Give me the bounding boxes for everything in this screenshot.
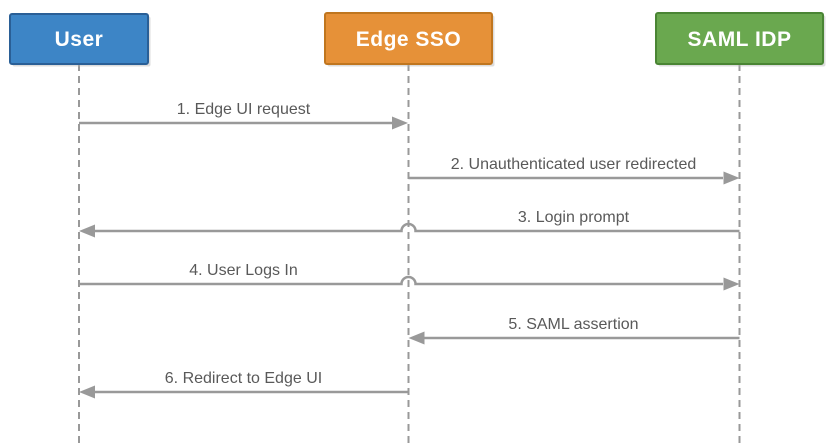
arrowhead-left-icon: [408, 331, 425, 345]
message-line-with-hop: [79, 275, 723, 286]
message-2: 2. Unauthenticated user redirected: [408, 156, 740, 185]
arrowhead-left-icon: [79, 385, 95, 399]
actor-box: [9, 13, 149, 65]
actor-saml-idp: SAML IDP: [655, 12, 826, 67]
message-1: 1. Edge UI request: [79, 101, 408, 130]
message-label: 6. Redirect to Edge UI: [165, 370, 322, 387]
message-4: 4. User Logs In: [79, 262, 740, 291]
message-label: 1. Edge UI request: [177, 101, 311, 118]
actor-edge-sso: Edge SSO: [324, 12, 495, 67]
message-label: 3. Login prompt: [518, 209, 630, 226]
arrowhead-right-icon: [723, 277, 740, 291]
message-6: 6. Redirect to Edge UI: [79, 370, 409, 399]
message-line-with-hop: [95, 222, 740, 233]
message-3: 3. Login prompt: [79, 209, 740, 238]
actor-box: [324, 12, 493, 65]
actor-label: Edge SSO: [356, 28, 462, 51]
actor-label: SAML IDP: [688, 28, 792, 51]
message-5: 5. SAML assertion: [408, 316, 740, 345]
actor-label: User: [55, 28, 104, 51]
arrowhead-right-icon: [392, 116, 408, 130]
actor-user: User: [9, 13, 151, 67]
actor-box: [655, 12, 824, 65]
arrowhead-right-icon: [723, 171, 740, 185]
arrowhead-left-icon: [79, 224, 95, 238]
lifelines: [78, 64, 741, 444]
message-label: 2. Unauthenticated user redirected: [451, 156, 696, 173]
message-label: 4. User Logs In: [189, 262, 298, 279]
message-label: 5. SAML assertion: [508, 316, 638, 333]
